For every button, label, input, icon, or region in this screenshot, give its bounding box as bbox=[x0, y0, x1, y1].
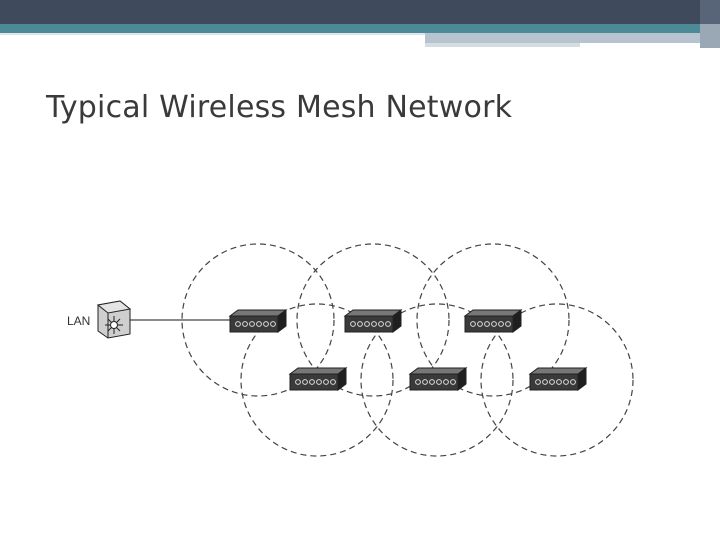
header-light-block bbox=[425, 33, 700, 43]
header-light-strip bbox=[425, 43, 580, 47]
coverage-circle-bottom-3 bbox=[480, 303, 634, 457]
mesh-node bbox=[528, 367, 588, 391]
coverage-circle-top-2 bbox=[296, 243, 450, 397]
lan-label: LAN bbox=[67, 314, 90, 328]
mesh-node bbox=[228, 309, 288, 333]
coverage-circle-top-3 bbox=[416, 243, 570, 397]
mesh-node bbox=[463, 309, 523, 333]
header-light-line bbox=[0, 33, 425, 35]
coverage-circle-bottom-1 bbox=[240, 303, 394, 457]
coverage-circles bbox=[181, 243, 634, 457]
mesh-node bbox=[408, 367, 468, 391]
header-decoration bbox=[0, 0, 720, 48]
header-right-cap-dark bbox=[700, 0, 720, 24]
coverage-circle-bottom-2 bbox=[360, 303, 514, 457]
mesh-node bbox=[343, 309, 403, 333]
slide-title: Typical Wireless Mesh Network bbox=[46, 90, 513, 125]
lan-switch-icon bbox=[96, 300, 132, 339]
mesh-node bbox=[288, 367, 348, 391]
header-teal-band bbox=[0, 24, 700, 33]
coverage-circle-top-1 bbox=[181, 243, 335, 397]
header-dark-band bbox=[0, 0, 720, 24]
